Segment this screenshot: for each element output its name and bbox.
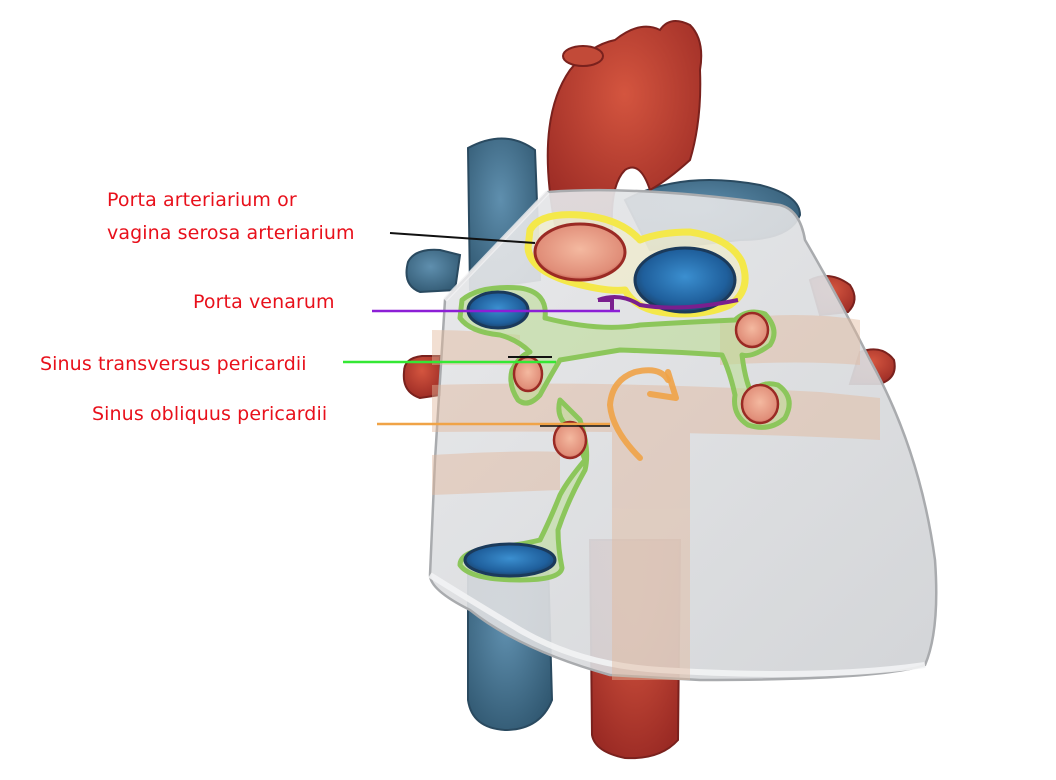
porta-venarum-outline	[597, 294, 739, 312]
pulmonary-veins-right	[402, 248, 462, 400]
pulmonary-trunk-cut-end	[633, 246, 737, 314]
sinus-transversus-outline	[457, 285, 792, 583]
ivc-cut-end	[463, 542, 557, 578]
label-porta-arteriarium-line2: vagina serosa arteriarium	[107, 222, 355, 244]
left-inferior-pulmonary-vein	[740, 383, 780, 425]
right-inferior-pulmonary-vein	[552, 420, 588, 460]
sinus-obliquus-arrow	[606, 367, 679, 461]
label-sinus-transversus: Sinus transversus pericardii	[40, 353, 307, 375]
label-porta-arteriarium-line1: Porta arteriarium or	[107, 189, 297, 211]
label-porta-venarum: Porta venarum	[193, 291, 335, 313]
label-sinus-obliquus: Sinus obliquus pericardii	[92, 403, 328, 425]
aortic-arch	[546, 20, 703, 232]
aorta-cut-end	[533, 222, 627, 282]
left-superior-pulmonary-vein	[734, 311, 770, 349]
pointer-porta-arteriarium	[389, 232, 536, 244]
